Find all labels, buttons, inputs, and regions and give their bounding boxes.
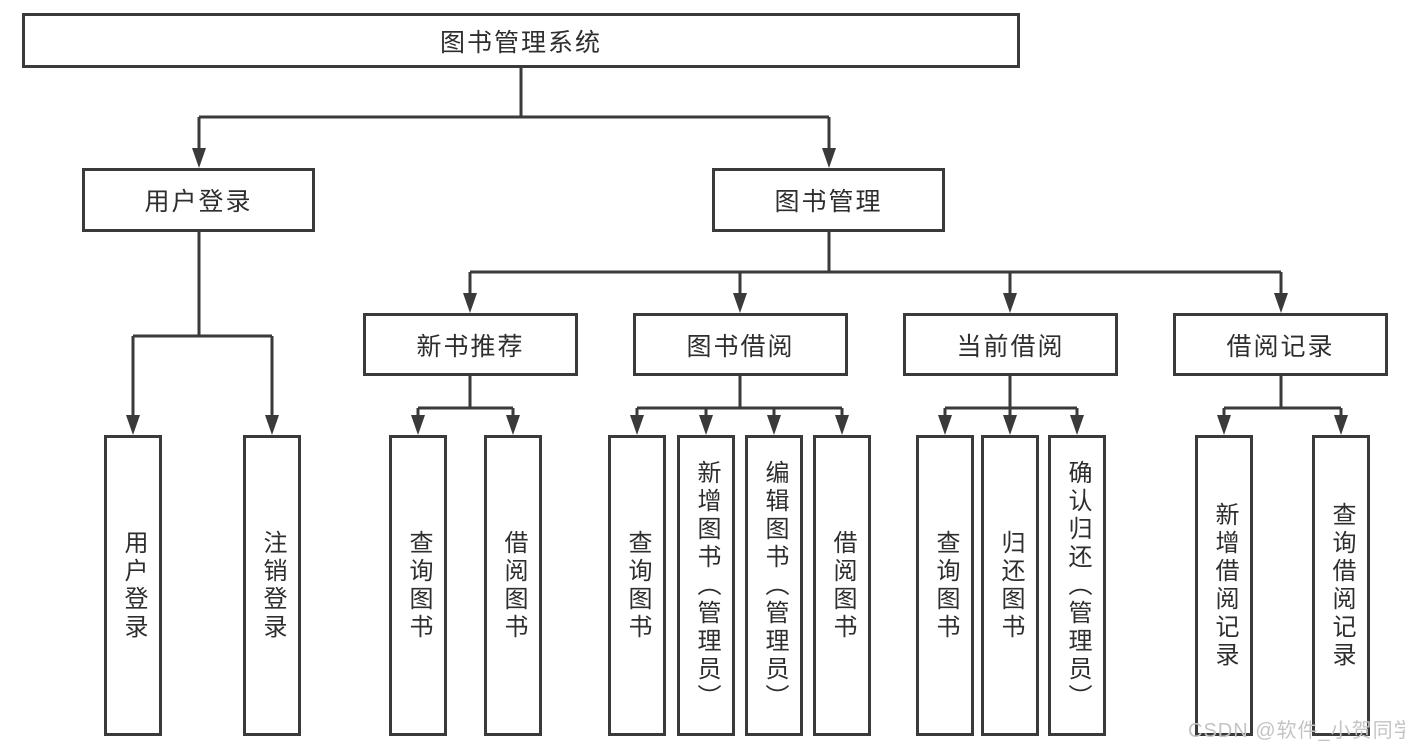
node-user-login-label: 用户登录 xyxy=(144,188,253,216)
leaf-bb-add-books-admin-label: 新增图书（管理员） xyxy=(693,459,720,712)
leaf-nb-borrow-books-label: 借阅图书 xyxy=(500,529,527,642)
node-book-borrowing: 图书借阅 xyxy=(633,313,848,376)
leaf-bb-borrow-books-label: 借阅图书 xyxy=(829,529,856,642)
node-root: 图书管理系统 xyxy=(22,13,1020,68)
node-new-book-recommend-label: 新书推荐 xyxy=(416,332,525,361)
leaf-cb-confirm-return-admin: 确认归还（管理员） xyxy=(1048,435,1106,736)
leaf-br-query-borrow-record-label: 查询借阅记录 xyxy=(1328,501,1355,670)
node-book-management: 图书管理 xyxy=(712,168,945,232)
csdn-watermark: CSDN @软件_小贺同学 xyxy=(1188,720,1405,742)
leaf-logout: 注销登录 xyxy=(243,435,301,736)
node-current-borrowing: 当前借阅 xyxy=(903,313,1118,376)
leaf-bb-edit-books-admin: 编辑图书（管理员） xyxy=(745,435,803,736)
leaf-user-login: 用户登录 xyxy=(104,435,162,736)
leaf-bb-borrow-books: 借阅图书 xyxy=(813,435,871,736)
node-current-borrowing-label: 当前借阅 xyxy=(956,332,1065,361)
node-book-borrowing-label: 图书借阅 xyxy=(686,332,795,361)
leaf-nb-query-books-label: 查询图书 xyxy=(405,529,432,642)
leaf-cb-query-books: 查询图书 xyxy=(916,435,974,736)
leaf-cb-confirm-return-admin-label: 确认归还（管理员） xyxy=(1064,459,1091,712)
leaf-br-query-borrow-record: 查询借阅记录 xyxy=(1312,435,1370,736)
node-borrowing-records: 借阅记录 xyxy=(1173,313,1388,376)
leaf-cb-query-books-label: 查询图书 xyxy=(932,529,959,642)
leaf-nb-borrow-books: 借阅图书 xyxy=(484,435,542,736)
leaf-br-add-borrow-record: 新增借阅记录 xyxy=(1195,435,1253,736)
leaf-bb-add-books-admin: 新增图书（管理员） xyxy=(677,435,735,736)
node-borrowing-records-label: 借阅记录 xyxy=(1226,332,1335,361)
leaf-bb-edit-books-admin-label: 编辑图书（管理员） xyxy=(761,459,788,712)
leaf-user-login-label: 用户登录 xyxy=(120,529,147,642)
leaf-bb-query-books-label: 查询图书 xyxy=(624,529,651,642)
node-root-label: 图书管理系统 xyxy=(439,28,602,57)
leaf-br-add-borrow-record-label: 新增借阅记录 xyxy=(1211,501,1238,670)
leaf-cb-return-books-label: 归还图书 xyxy=(997,529,1024,642)
leaf-nb-query-books: 查询图书 xyxy=(389,435,447,736)
leaf-logout-label: 注销登录 xyxy=(259,529,286,642)
node-book-management-label: 图书管理 xyxy=(774,188,883,216)
node-user-login: 用户登录 xyxy=(82,168,315,232)
node-new-book-recommend: 新书推荐 xyxy=(363,313,578,376)
leaf-bb-query-books: 查询图书 xyxy=(608,435,666,736)
leaf-cb-return-books: 归还图书 xyxy=(981,435,1039,736)
